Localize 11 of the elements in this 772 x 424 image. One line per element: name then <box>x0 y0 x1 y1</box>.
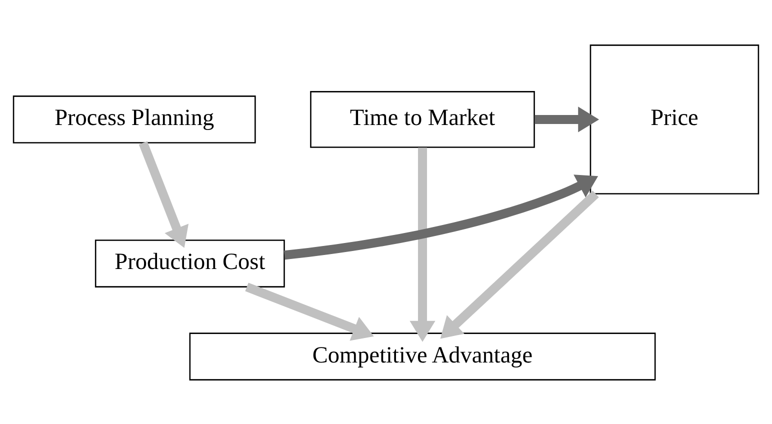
node-box: Competitive Advantage <box>189 332 656 380</box>
arrow <box>534 106 600 132</box>
node-box: Process Planning <box>12 95 256 143</box>
node-box: Price <box>590 44 760 194</box>
arrow <box>284 174 598 260</box>
node-box: Production Cost <box>94 239 285 287</box>
arrow <box>440 190 599 338</box>
arrow <box>245 282 374 340</box>
arrow <box>138 140 189 248</box>
arrow <box>410 147 436 342</box>
node-box: Time to Market <box>310 90 535 148</box>
